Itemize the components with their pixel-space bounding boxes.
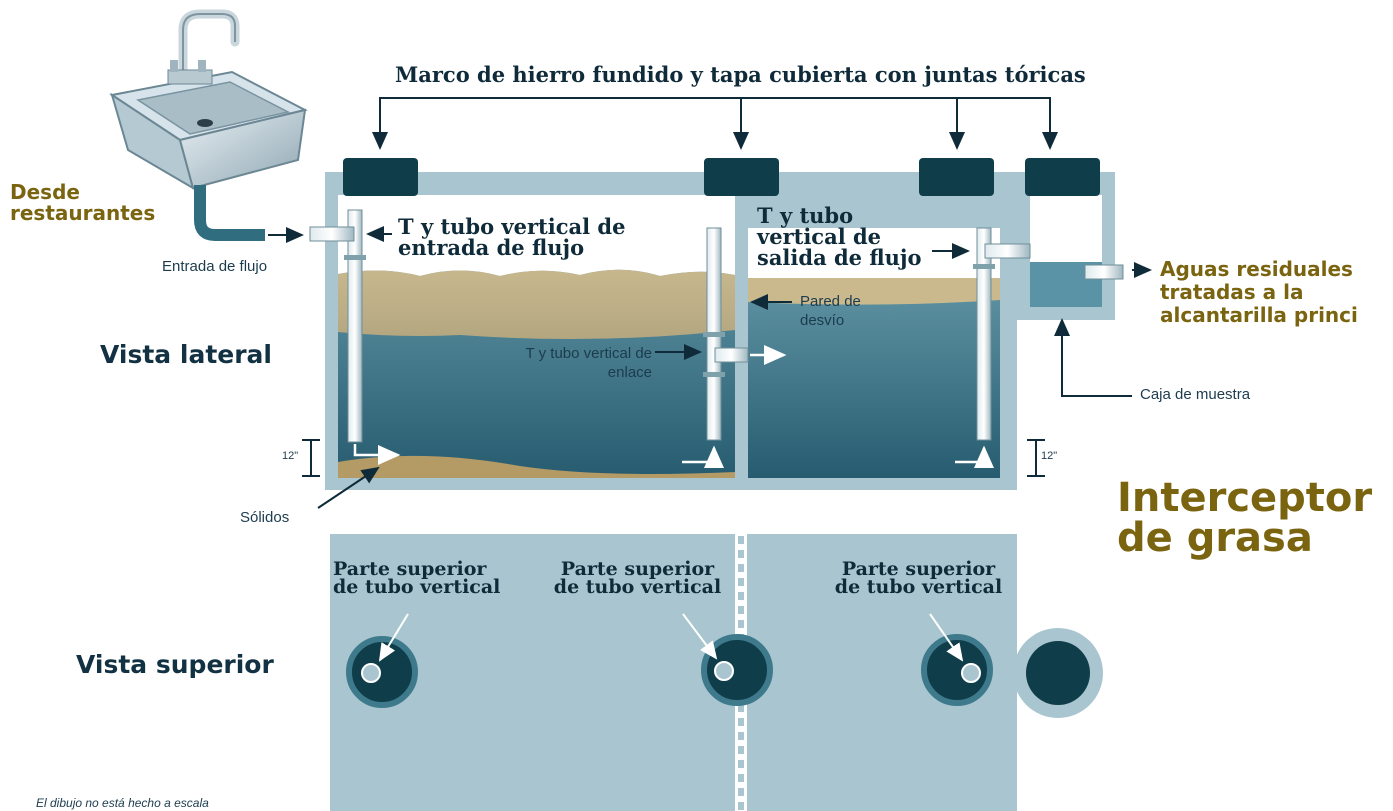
depth-right: 12" xyxy=(1041,450,1058,462)
link-tee-pipe xyxy=(703,227,749,441)
outflow-line3: alcantarilla princi xyxy=(1160,303,1358,327)
link-tee-line2: enlace xyxy=(607,363,652,381)
scale-note: El dibujo no está hecho a escala xyxy=(36,796,209,810)
baffle-line1: Pared de xyxy=(800,293,861,310)
sink-icon xyxy=(109,9,308,241)
outlet-tee-label: T y tubo vertical de salida de flujo xyxy=(757,205,921,268)
inlet-tee-label: T y tubo vertical de entrada de flujo xyxy=(398,216,625,258)
standpipe-label-2-line1: Parte superior xyxy=(560,558,715,580)
title-line1: Interceptor xyxy=(1117,475,1373,521)
flow-arrows xyxy=(353,241,1055,468)
standpipe-label-3: Parte superior de tubo vertical xyxy=(826,558,1011,599)
standpipe-label-2-line2: de tubo vertical xyxy=(553,576,722,599)
baffle-label: Pared de desvío xyxy=(800,293,861,331)
source-line1: Desde xyxy=(10,180,80,204)
baffle-line2: desvío xyxy=(800,311,845,329)
link-tee-line1: T y tubo vertical de xyxy=(525,345,652,362)
outlet-tee-line2: vertical de xyxy=(757,224,882,249)
frame-label: Marco de hierro fundido y tapa cubierta … xyxy=(395,62,1086,87)
depth-left: 12" xyxy=(282,450,299,462)
outlet-tee-line1: T y tubo xyxy=(757,203,854,228)
side-view-tank xyxy=(325,158,1115,490)
outflow-line1: Aguas residuales xyxy=(1160,257,1353,281)
top-view-tank xyxy=(330,534,1103,811)
standpipe-label-3-line2: de tubo vertical xyxy=(834,576,1003,599)
outflow-line2: tratadas a la xyxy=(1160,280,1304,304)
standpipe-label-1: Parte superior de tubo vertical xyxy=(333,558,501,599)
diagram-title: Interceptor de grasa xyxy=(1117,478,1372,558)
source-label: Desde restaurantes xyxy=(10,182,155,224)
source-line2: restaurantes xyxy=(10,201,156,225)
standpipe-label-1-line2: de tubo vertical xyxy=(333,576,501,599)
sample-box-label: Caja de muestra xyxy=(1140,386,1251,403)
outlet-tee-line3: salida de flujo xyxy=(757,245,922,270)
standpipe-label-2: Parte superior de tubo vertical xyxy=(545,558,730,599)
outflow-label: Aguas residuales tratadas a la alcantari… xyxy=(1160,258,1358,327)
inlet-tee-line2: entrada de flujo xyxy=(398,235,585,260)
inlet-tee-pipe xyxy=(309,209,366,443)
top-view-label: Vista superior xyxy=(76,650,274,679)
standpipe-label-1-line1: Parte superior xyxy=(333,558,487,580)
side-view-label: Vista lateral xyxy=(100,340,272,369)
inlet-label: Entrada de flujo xyxy=(162,258,268,275)
title-line2: de grasa xyxy=(1117,515,1313,561)
inlet-tee-line1: T y tubo vertical de xyxy=(398,214,626,239)
outlet-tee-pipe xyxy=(973,227,1124,441)
standpipe-label-3-line1: Parte superior xyxy=(841,558,996,580)
annotation-arrows xyxy=(268,226,1152,509)
solids-label: Sólidos xyxy=(240,509,290,526)
link-tee-label: T y tubo vertical de enlace xyxy=(472,345,652,383)
frame-bracket xyxy=(372,97,1058,150)
